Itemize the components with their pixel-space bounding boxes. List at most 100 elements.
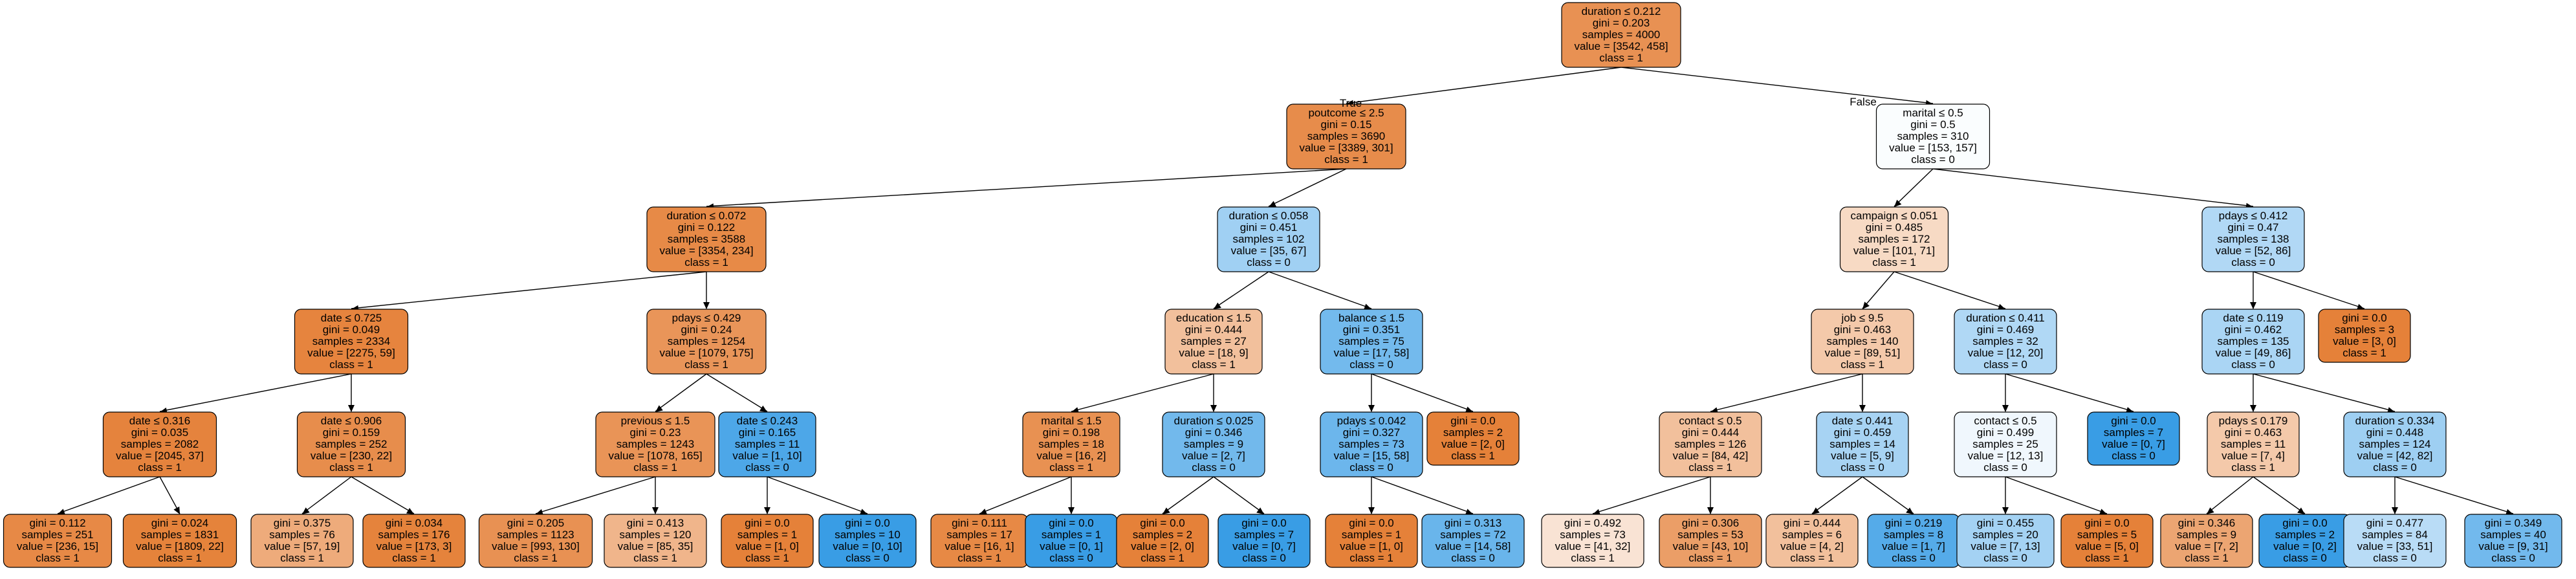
node-text-line: samples = 4000 <box>1582 28 1661 41</box>
node-box <box>2087 411 2180 466</box>
node-box <box>1320 411 1423 477</box>
node-box <box>362 514 466 568</box>
node-text-line: samples = 138 <box>2217 233 2289 245</box>
node-text-line: samples = 1254 <box>668 335 746 347</box>
node-text-line: value = [42, 82] <box>2357 450 2433 462</box>
edge-arrowhead <box>2126 407 2134 413</box>
node-text-line: value = [41, 32] <box>1555 540 1631 552</box>
tree-edge <box>2005 476 2108 514</box>
tree-edge <box>1213 476 1265 514</box>
node-text-line: gini = 0.327 <box>1343 426 1400 439</box>
node-box <box>2343 514 2447 568</box>
edge-arrowhead <box>1465 508 1473 515</box>
tree-edge <box>1268 168 1347 207</box>
edge-arrowhead <box>58 508 66 515</box>
node-text-line: samples = 1243 <box>617 438 695 450</box>
node-text-line: gini = 0.5 <box>1910 118 1955 131</box>
node-text-line: gini = 0.346 <box>1185 426 1242 439</box>
node-text-line: value = [0, 7] <box>1232 540 1296 552</box>
node-text-line: samples = 2 <box>2275 529 2335 541</box>
node-text-line: class = 0 <box>745 461 789 474</box>
node-text-line: class = 1 <box>392 552 436 564</box>
node-text-line: samples = 20 <box>1972 529 2038 541</box>
node-box <box>1956 514 2055 568</box>
node-text-line: class = 0 <box>2231 256 2275 268</box>
edge-arrowhead <box>536 508 543 516</box>
node-text-line: gini = 0.0 <box>2342 312 2386 324</box>
edges-layer <box>57 67 2514 516</box>
edge-arrowhead <box>1210 405 1217 412</box>
node-box <box>296 411 406 477</box>
node-text-line: class = 0 <box>1242 552 1286 564</box>
tree-edge <box>1894 271 2006 309</box>
edge-arrowhead <box>1707 507 1714 514</box>
node-text-line: value = [0, 7] <box>2102 438 2165 450</box>
node-text-line: value = [2, 0] <box>1441 438 1505 450</box>
node-text-line: class = 1 <box>1192 358 1236 371</box>
node-text-line: class = 1 <box>2185 552 2229 564</box>
node-text-line: samples = 2334 <box>312 335 391 347</box>
node-box <box>1954 411 2057 477</box>
edge-arrowhead <box>1859 405 1866 412</box>
tree-edge <box>351 271 707 309</box>
node-text-line: class = 0 <box>1983 461 2027 474</box>
node-text-line: duration ≤ 0.212 <box>1582 5 1661 17</box>
node-text-line: gini = 0.122 <box>678 221 735 234</box>
node-text-line: gini = 0.469 <box>1977 323 2034 336</box>
node-text-line: value = [33, 51] <box>2357 540 2433 552</box>
node-box <box>1426 411 1520 466</box>
edge-arrowhead <box>2250 302 2256 309</box>
node-box <box>718 411 816 477</box>
node-text-line: gini = 0.313 <box>1445 517 1501 529</box>
tree-edge <box>351 476 415 514</box>
node-text-line: samples = 7 <box>1234 529 1294 541</box>
edge-arrowhead <box>348 405 355 412</box>
tree-edge <box>1371 476 1474 514</box>
node-text-line: gini = 0.23 <box>630 426 681 439</box>
node-text-line: date ≤ 0.906 <box>321 415 382 427</box>
edge-arrowhead <box>1269 201 1277 207</box>
node-text-line: value = [101, 71] <box>1853 245 1935 257</box>
node-text-line: gini = 0.205 <box>507 517 564 529</box>
tree-edge <box>2253 271 2365 309</box>
node-text-line: class = 1 <box>2231 461 2275 474</box>
edge-arrowhead <box>2250 405 2256 412</box>
node-text-line: class = 1 <box>1349 552 1393 564</box>
node-text-line: value = [0, 10] <box>833 540 902 552</box>
node-text-line: value = [2, 0] <box>1131 540 1194 552</box>
tree-edge <box>1710 373 1863 412</box>
tree-edge <box>1346 67 1622 104</box>
node-text-line: class = 0 <box>1911 153 1955 166</box>
edge-label-false: False <box>1850 96 1877 108</box>
node-text-line: gini = 0.451 <box>1240 221 1297 234</box>
node-text-line: samples = 2 <box>1133 529 1192 541</box>
node-text-line: duration ≤ 0.025 <box>1174 415 1254 427</box>
edge-arrowhead <box>2099 508 2107 515</box>
node-text-line: class = 0 <box>2112 450 2156 462</box>
edge-arrowhead <box>2207 507 2214 514</box>
node-text-line: class = 0 <box>1983 552 2027 564</box>
node-text-line: value = [4, 2] <box>1780 540 1844 552</box>
edge-label-true: True <box>1340 97 1362 109</box>
node-text-line: gini = 0.477 <box>2366 517 2423 529</box>
